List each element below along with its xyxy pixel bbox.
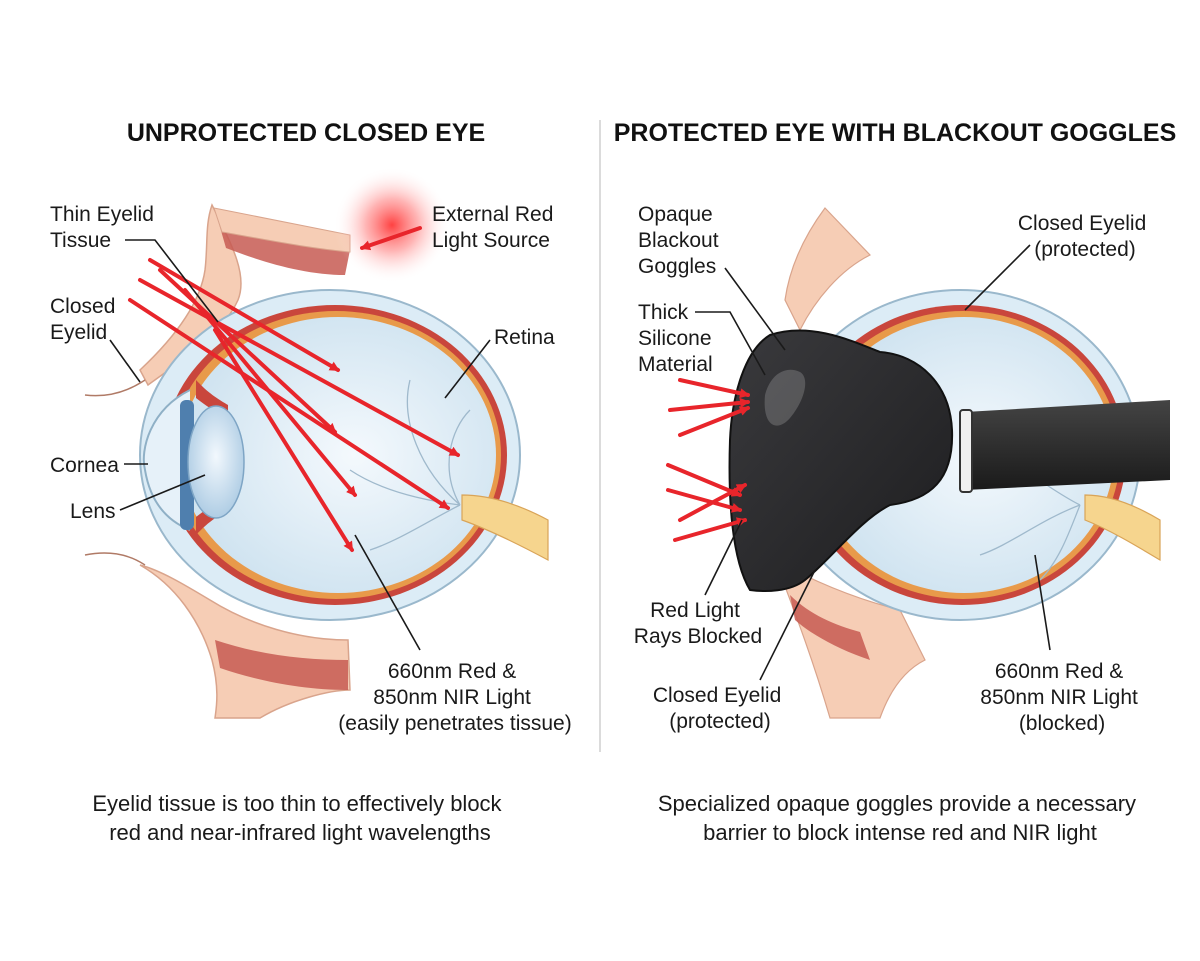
external-red-light-glow: [334, 167, 450, 283]
label-goggles-line3: Goggles: [638, 255, 716, 278]
goggle-highlight: [764, 369, 806, 426]
blackout-goggles: [728, 329, 1170, 592]
blocked-ray: [668, 397, 750, 412]
label-left-light-line2: 850nm NIR Light: [373, 686, 531, 709]
label-closed-eyelid-bottom-line1: Closed Eyelid: [653, 684, 781, 707]
left-iris: [180, 400, 194, 530]
label-right-light-line2: 850nm NIR Light: [980, 686, 1138, 709]
label-external-light: External Red Light Source: [432, 203, 559, 252]
ray: [360, 226, 422, 251]
ray: [183, 288, 357, 497]
goggle-strap: [965, 400, 1170, 490]
right-caption: Specialized opaque goggles provide a nec…: [658, 791, 1142, 845]
left-title: UNPROTECTED CLOSED EYE: [127, 119, 485, 147]
ray: [213, 328, 354, 552]
left-optic-nerve: [461, 494, 549, 562]
label-silicone: Thick Silicone Material: [638, 301, 717, 376]
label-goggles-line1: Opaque: [638, 203, 713, 226]
label-thin-eyelid-line2: Tissue: [50, 229, 111, 252]
label-right-light-line1: 660nm Red &: [995, 660, 1123, 683]
ray: [138, 278, 460, 457]
right-optic-nerve: [1084, 494, 1161, 562]
label-thin-eyelid-line1: Thin Eyelid: [50, 203, 154, 226]
leader-rays-blocked: [704, 519, 743, 596]
ray: [148, 258, 340, 372]
label-goggles-line2: Blackout: [638, 229, 719, 252]
left-caption: Eyelid tissue is too thin to effectively…: [92, 791, 507, 845]
label-retina: Retina: [494, 326, 555, 349]
label-silicone-line1: Thick: [638, 301, 689, 324]
leader-right-light: [1034, 554, 1051, 651]
goggle-body: [728, 329, 954, 592]
label-right-light-line3: (blocked): [1019, 712, 1105, 735]
leader-light: [354, 534, 421, 651]
blocked-ray: [678, 483, 747, 522]
blocked-ray: [666, 463, 742, 497]
leader-goggles: [724, 267, 786, 351]
blocked-ray: [678, 378, 750, 399]
right-title: PROTECTED EYE WITH BLACKOUT GOGGLES: [614, 119, 1177, 147]
label-closed-eyelid-top-line1: Closed Eyelid: [1018, 212, 1146, 235]
label-silicone-line3: Material: [638, 353, 713, 376]
label-external-light-line2: Light Source: [432, 229, 550, 252]
label-thin-eyelid: Thin Eyelid Tissue: [50, 203, 160, 252]
label-left-light: 660nm Red & 850nm NIR Light (easily pene…: [338, 660, 571, 735]
label-closed-eyelid-top: Closed Eyelid (protected): [1018, 212, 1152, 261]
leader-lens: [119, 474, 206, 511]
ray: [128, 298, 450, 510]
goggle-buckle: [959, 409, 973, 493]
label-cornea: Cornea: [50, 454, 119, 477]
label-rays-blocked: Red Light Rays Blocked: [634, 599, 762, 648]
label-rays-blocked-line2: Rays Blocked: [634, 625, 762, 648]
label-closed-eyelid-line1: Closed: [50, 295, 115, 318]
label-closed-eyelid-line2: Eyelid: [50, 321, 107, 344]
label-closed-eyelid: Closed Eyelid: [50, 295, 121, 344]
leader-closed-eyelid-bottom: [759, 569, 816, 681]
label-closed-eyelid-bottom: Closed Eyelid (protected): [653, 684, 787, 733]
label-silicone-line2: Silicone: [638, 327, 712, 350]
left-retinal-veins: [349, 379, 471, 551]
left-ciliary-body: [196, 380, 228, 535]
blocked-ray: [666, 488, 742, 513]
blocked-ray: [678, 406, 750, 437]
right-caption-line1: Specialized opaque goggles provide a nec…: [658, 791, 1136, 816]
right-lower-muscle: [790, 595, 870, 660]
leader-closed-eyelid-top: [964, 244, 1031, 311]
label-goggles: Opaque Blackout Goggles: [638, 203, 724, 278]
leader-silicone: [695, 311, 766, 376]
right-blocked-rays: [666, 378, 750, 542]
leader-retina: [444, 339, 491, 399]
label-left-light-line3: (easily penetrates tissue): [338, 712, 571, 735]
left-caption-line2: red and near-infrared light wavelengths: [109, 820, 491, 845]
left-red-rays: [128, 226, 460, 552]
blocked-ray: [673, 517, 747, 542]
left-lens: [187, 405, 245, 519]
left-leader-lines: [109, 239, 491, 651]
leader-thin-eyelid: [125, 239, 219, 323]
left-upper-eyelid: [139, 203, 242, 387]
label-left-light-line1: 660nm Red &: [388, 660, 516, 683]
right-leader-lines: [695, 244, 1051, 681]
left-caption-line1: Eyelid tissue is too thin to effectively…: [92, 791, 502, 816]
label-rays-blocked-line1: Red Light: [650, 599, 740, 622]
left-lower-muscle: [215, 640, 348, 690]
leader-closed-eyelid: [109, 339, 141, 383]
right-caption-line2: barrier to block intense red and NIR lig…: [703, 820, 1097, 845]
label-closed-eyelid-bottom-line2: (protected): [669, 710, 771, 733]
left-orbit-lines: [84, 379, 146, 566]
label-closed-eyelid-top-line2: (protected): [1034, 238, 1136, 261]
right-upper-eyelid: [784, 207, 871, 332]
label-lens: Lens: [70, 500, 116, 523]
label-right-light: 660nm Red & 850nm NIR Light (blocked): [980, 660, 1143, 735]
label-external-light-line1: External Red: [432, 203, 553, 226]
left-eye-illustration: [84, 203, 549, 719]
